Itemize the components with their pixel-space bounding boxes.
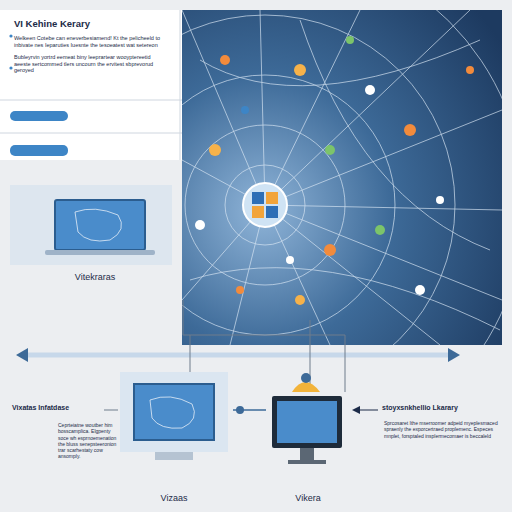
node-body: Welkeen Cotebe can eneverbesiamend! Kt t…	[14, 35, 164, 49]
node-heading: VI Kehine Kerary	[14, 18, 174, 30]
side-heading: stoyxsnkhellio Lkarary	[382, 404, 508, 413]
side-note: Ceprteiatne woutber him bosscamplica. El…	[58, 422, 118, 460]
monitor-box: Vizaas	[115, 366, 233, 506]
side-heading: Vixatas Infatdase	[12, 404, 107, 413]
node-heading: Vitekraras	[75, 272, 115, 283]
network-picture	[182, 10, 502, 345]
monitor-box: Vikera	[266, 368, 350, 506]
node-heading: Vikera	[295, 493, 320, 504]
info-panel: VI Kehine KeraryWelkeen Cotebe can eneve…	[0, 12, 180, 108]
button	[10, 111, 68, 121]
node-heading: Vizaas	[161, 493, 188, 504]
connector	[233, 410, 266, 411]
side-note: Sprcosaret Ithe mserroomer adpeid myeple…	[384, 420, 502, 439]
button	[10, 145, 68, 156]
laptop-box: Vitekraras	[10, 182, 180, 286]
panel	[0, 10, 182, 160]
node-body: Bubleyrvin yortrd eemeat biny leeprartea…	[14, 54, 164, 75]
